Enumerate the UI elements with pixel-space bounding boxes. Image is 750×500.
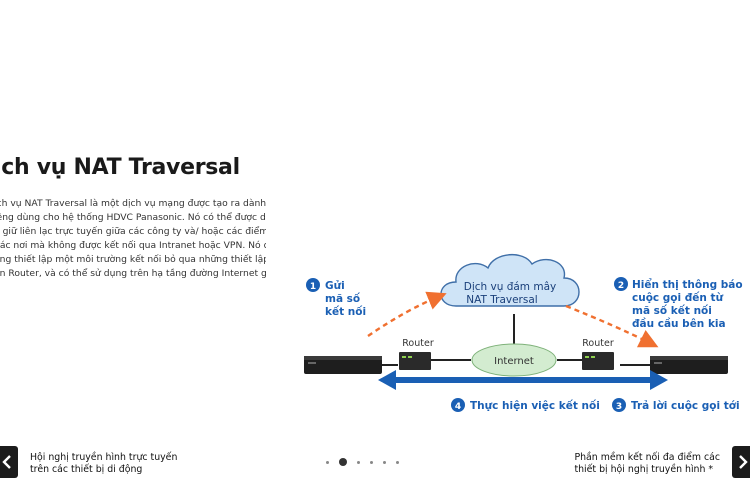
router-right-label: Router — [582, 338, 614, 349]
pagination-dot[interactable] — [326, 460, 329, 464]
cloud-label-line2: NAT Traversal — [466, 294, 537, 306]
hdvc-device-right-icon — [650, 356, 728, 374]
step-2-badge — [614, 277, 628, 291]
step-2-line2: cuộc gọi đến từ — [632, 291, 724, 304]
step-2-line3: mã số kết nối — [632, 304, 712, 317]
prev-slide-title-line1: Hội nghị truyền hình trực tuyến — [30, 452, 178, 463]
cloud-label-line1: Dịch vụ đám mây — [464, 281, 557, 293]
router-left-icon — [399, 352, 431, 370]
next-slide-title-line1: Phần mềm kết nối đa điểm các — [574, 452, 720, 463]
step-2-line4: đầu cầu bên kia — [632, 318, 726, 330]
step-3-badge — [612, 398, 626, 412]
notify-arrow — [565, 304, 659, 348]
slide-pagination — [326, 457, 399, 467]
router-right-icon — [582, 352, 614, 370]
step-1-badge — [306, 278, 320, 292]
paragraph-line: àng thiết lập một môi trường kết nối bỏ … — [0, 254, 266, 265]
paragraph-line: ể giữ liên lạc trực tuyến giữa các công … — [0, 226, 266, 237]
internet-label: Internet — [494, 356, 534, 367]
chevron-left-icon — [2, 455, 11, 469]
nat-traversal-diagram: Dịch vụ đám mây NAT Traversal Internet R… — [304, 254, 743, 412]
prev-slide-link[interactable]: Hội nghị truyền hình trực tuyến trên các… — [30, 452, 177, 476]
pagination-dot[interactable] — [383, 460, 386, 464]
paragraph-line: hác nơi mà không được kết nối qua Intran… — [0, 240, 266, 251]
pagination-dot[interactable] — [396, 460, 399, 464]
description-paragraph: ịch vụ NAT Traversal là một dịch vụ mạng… — [0, 197, 266, 281]
step-4-text: Thực hiện việc kết nối — [470, 399, 600, 412]
page-title: ịch vụ NAT Traversal — [0, 155, 240, 180]
paragraph-line: ịch vụ NAT Traversal là một dịch vụ mạng… — [0, 198, 266, 209]
next-slide-button[interactable] — [732, 446, 750, 478]
paragraph-line: ên Router, và có thể sử dụng trên hạ tần… — [0, 268, 266, 279]
step-4-badge — [451, 398, 465, 412]
router-left-label: Router — [402, 338, 434, 349]
cloud-icon — [440, 254, 580, 307]
pagination-dot[interactable] — [357, 460, 360, 464]
step-3-text: Trả lời cuộc gọi tới — [631, 400, 740, 412]
step-2-number: 2 — [618, 281, 624, 291]
paragraph-line: iêng dùng cho hệ thống HDVC Panasonic. N… — [0, 212, 266, 223]
next-slide-title-line2: thiết bị hội nghị truyền hình * — [574, 464, 714, 475]
step-1-line2: mã số — [325, 292, 361, 305]
send-code-arrow — [367, 291, 447, 337]
prev-slide-title-line2: trên các thiết bị di động — [30, 464, 143, 475]
prev-slide-button[interactable] — [0, 446, 18, 478]
step-3-number: 3 — [616, 402, 622, 412]
next-slide-link[interactable]: Phần mềm kết nối đa điểm các thiết bị hộ… — [574, 452, 720, 476]
connection-double-arrow — [378, 370, 668, 390]
hdvc-device-left-icon — [304, 356, 382, 374]
step-1-line1: Gửi — [325, 280, 345, 292]
pagination-dot[interactable] — [370, 460, 373, 464]
chevron-right-icon — [739, 455, 748, 469]
step-1-line3: kết nối — [325, 305, 366, 318]
step-1-number: 1 — [310, 282, 316, 292]
internet-ellipse — [471, 343, 557, 377]
step-4-number: 4 — [455, 402, 461, 412]
step-2-line1: Hiển thị thông báo — [632, 278, 743, 291]
pagination-dot-active[interactable] — [339, 458, 347, 466]
